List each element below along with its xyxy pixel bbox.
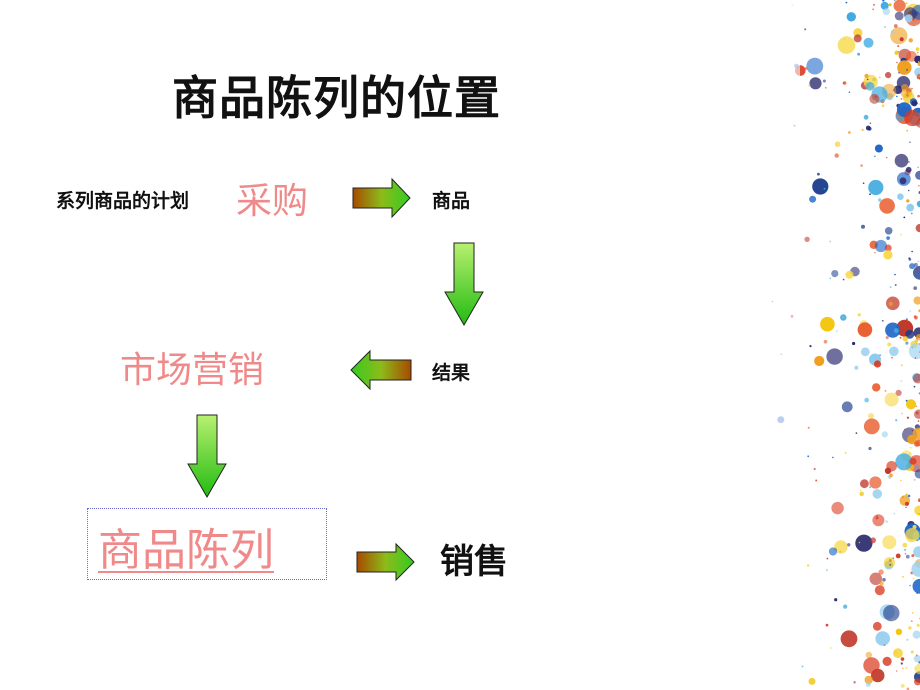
paint-splatter-decoration — [760, 0, 920, 690]
plan-label: 系列商品的计划 — [56, 190, 190, 212]
marketing-label: 市场营销 — [120, 350, 265, 391]
purchase-label: 采购 — [236, 181, 309, 222]
right-arrow-icon — [352, 177, 411, 219]
right-arrow-icon — [356, 542, 415, 582]
sales-label: 销售 — [440, 542, 508, 582]
goods-label: 商品 — [432, 190, 471, 212]
display-label: 商品陈列 — [98, 525, 274, 576]
down-arrow-icon — [444, 242, 484, 327]
result-label: 结果 — [432, 362, 471, 384]
display-box — [87, 508, 327, 580]
down-arrow-icon — [187, 414, 227, 499]
slide-title: 商品陈列的位置 — [172, 71, 501, 125]
left-arrow-icon — [350, 349, 412, 391]
